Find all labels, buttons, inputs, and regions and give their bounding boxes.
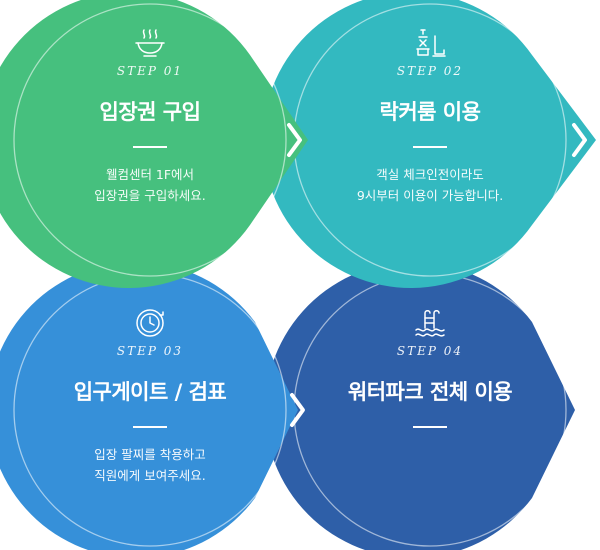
step-3-chevron-icon xyxy=(290,393,305,427)
step-1: STEP 01 입장권 구입 웰컴센터 1F에서 입장권을 구입하세요. xyxy=(20,28,280,206)
step-label: STEP 03 xyxy=(116,344,184,358)
step-description: 객실 체크인전이라도 9시부터 이용이 가능합니다. xyxy=(300,164,560,206)
description-line: 입장 팔찌를 착용하고 xyxy=(94,447,206,462)
pool-ladder-icon xyxy=(415,310,445,337)
step-description: 웰컴센터 1F에서 입장권을 구입하세요. xyxy=(20,164,280,206)
step-title: 입구게이트 / 검표 xyxy=(73,380,227,404)
step-title: 입장권 구입 xyxy=(99,100,201,124)
step-title: 워터파크 전체 이용 xyxy=(347,380,513,404)
step-4: STEP 04 워터파크 전체 이용 xyxy=(300,308,560,444)
description-line: 객실 체크인전이라도 xyxy=(376,167,484,182)
divider xyxy=(133,426,167,428)
tea-bowl-icon xyxy=(135,29,165,57)
divider xyxy=(413,426,447,428)
description-line: 입장권을 구입하세요. xyxy=(94,188,206,203)
description-line: 9시부터 이용이 가능합니다. xyxy=(356,188,504,203)
divider xyxy=(133,146,167,148)
clock-icon xyxy=(136,309,164,337)
description-line: 웰컴센터 1F에서 xyxy=(105,167,195,182)
step-1-chevron-icon xyxy=(287,123,302,157)
step-description: 입장 팔찌를 착용하고 직원에게 보여주세요. xyxy=(20,444,280,486)
shower-icon xyxy=(416,29,446,57)
divider xyxy=(413,146,447,148)
step-3: STEP 03 입구게이트 / 검표 입장 팔찌를 착용하고 직원에게 보여주세… xyxy=(20,308,280,486)
step-label: STEP 02 xyxy=(396,64,464,78)
step-2-chevron-icon xyxy=(572,123,587,157)
description-line: 직원에게 보여주세요. xyxy=(94,468,206,483)
step-2: STEP 02 락커룸 이용 객실 체크인전이라도 9시부터 이용이 가능합니다… xyxy=(300,28,560,206)
step-label: STEP 04 xyxy=(396,344,464,358)
step-label: STEP 01 xyxy=(116,64,184,78)
step-1-drop xyxy=(0,0,308,288)
step-title: 락커룸 이용 xyxy=(379,100,481,124)
